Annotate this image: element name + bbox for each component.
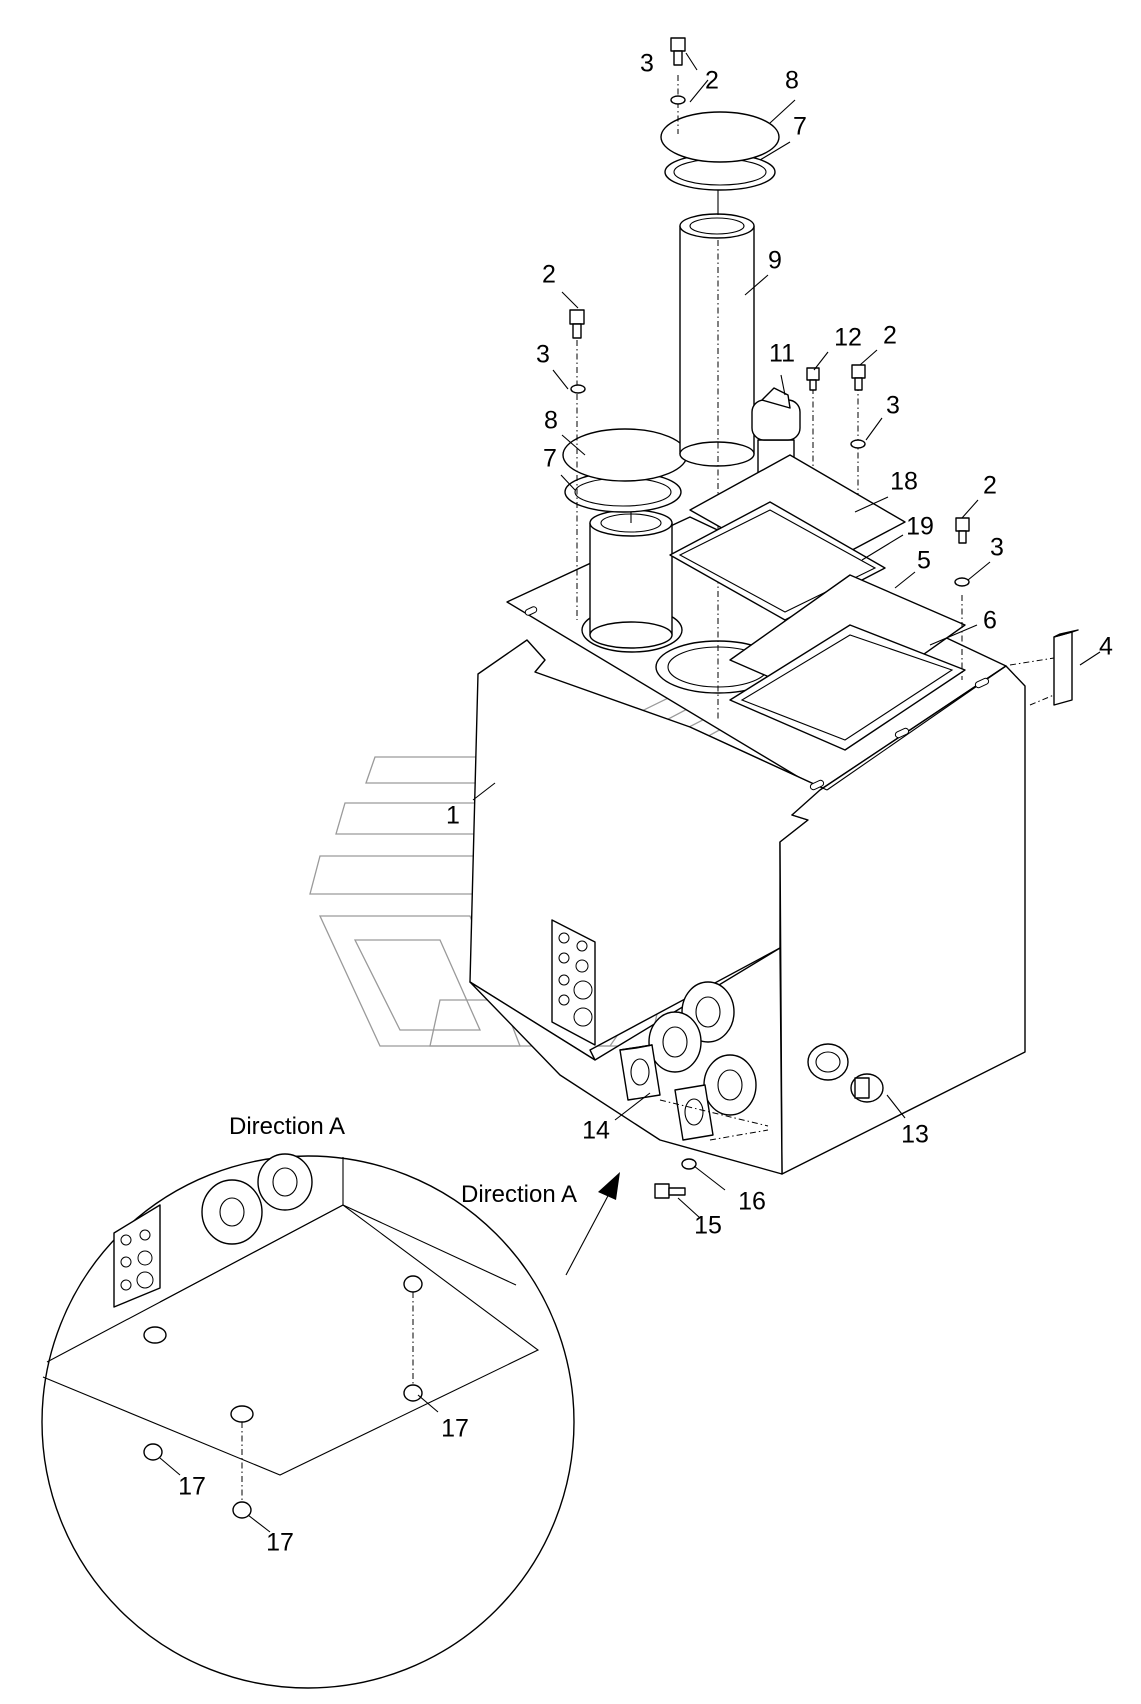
callout-2-left: 2 — [542, 261, 556, 289]
callout-8-left: 8 — [544, 407, 558, 435]
tall-filter-body — [679, 225, 755, 455]
callout-2-top: 2 — [705, 67, 719, 95]
callout-4: 4 — [1099, 633, 1113, 661]
callout-7-left: 7 — [543, 445, 557, 473]
callout-19: 19 — [906, 513, 934, 541]
callout-2-mid: 2 — [883, 322, 897, 350]
direction-a-arrow — [565, 1172, 620, 1276]
callout-11: 11 — [769, 340, 795, 368]
direction-a-detail — [41, 1153, 575, 1689]
callout-9: 9 — [768, 247, 782, 275]
left-filter-body — [589, 522, 673, 636]
top-cover-plate — [660, 111, 780, 163]
callout-1: 1 — [446, 802, 460, 830]
callout-3-top: 3 — [640, 50, 654, 78]
tall-filter-assembly — [660, 37, 780, 720]
bolt-left — [569, 309, 585, 339]
gasket-6 — [729, 624, 966, 751]
callout-17-b: 17 — [178, 1473, 206, 1501]
callout-17-a: 17 — [441, 1415, 469, 1443]
bolt-12 — [806, 367, 820, 391]
callout-2-right: 2 — [983, 472, 997, 500]
callout-12: 12 — [834, 324, 862, 352]
left-filter-assembly — [562, 309, 688, 649]
cover-plates-lower — [729, 517, 970, 751]
callout-17-c: 17 — [266, 1529, 294, 1557]
callout-labels: 3 2 8 7 9 2 3 8 7 11 12 2 3 18 19 5 2 3 … — [178, 50, 1113, 1557]
callout-14: 14 — [582, 1117, 610, 1145]
plug-13 — [807, 1043, 884, 1103]
callout-3-right: 3 — [990, 534, 1004, 562]
callout-3-mid: 3 — [886, 392, 900, 420]
flange-14 — [619, 981, 769, 1141]
bolt-mid — [851, 364, 866, 391]
bracket-4 — [1009, 629, 1079, 706]
callout-6: 6 — [983, 607, 997, 635]
leader-lines — [159, 52, 1101, 1533]
callout-16: 16 — [738, 1188, 766, 1216]
callout-7-top: 7 — [793, 113, 807, 141]
callout-13: 13 — [901, 1121, 929, 1149]
direction-a-arrow-caption: Direction A — [461, 1181, 577, 1208]
callout-18: 18 — [890, 468, 918, 496]
callout-3-left: 3 — [536, 341, 550, 369]
left-cover-plate — [562, 428, 688, 482]
callout-15: 15 — [694, 1212, 722, 1240]
port-block — [551, 919, 596, 1046]
bolt-top — [670, 37, 686, 66]
callout-8-top: 8 — [785, 67, 799, 95]
bolt-right — [955, 517, 970, 544]
direction-a-detail-caption: Direction A — [229, 1113, 345, 1140]
bolt-15 — [654, 1183, 686, 1199]
callout-5: 5 — [917, 547, 931, 575]
washer-16 — [681, 1158, 697, 1170]
